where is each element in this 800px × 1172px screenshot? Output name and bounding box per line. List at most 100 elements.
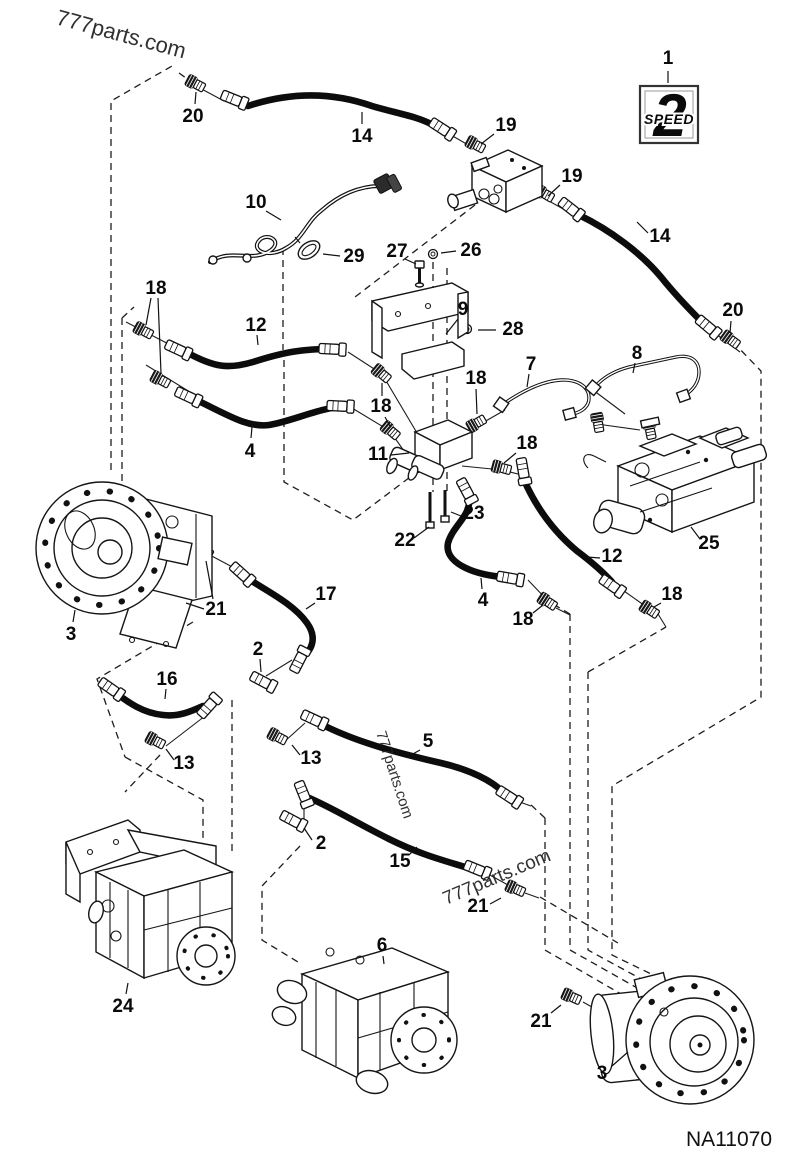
callout-leader-3: [611, 1051, 629, 1067]
callout-leader-18: [653, 602, 662, 608]
two-speed-valve-block: [447, 149, 544, 214]
callout-leader-3: [72, 609, 76, 623]
callout-18-13: 18: [145, 278, 166, 299]
callout-leader-4: [250, 426, 253, 439]
callout-leader-18: [503, 452, 517, 464]
badge-digit: 2: [652, 82, 686, 149]
callout-13-34: 13: [173, 753, 194, 774]
callout-leader-16: [164, 688, 167, 700]
callout-22-18: 22: [394, 530, 415, 551]
callout-leader-21: [489, 897, 502, 905]
callout-3-43: 3: [597, 1063, 608, 1084]
callout-18-16: 18: [370, 396, 391, 417]
callout-9-11: 9: [458, 299, 469, 320]
callout-19-4: 19: [561, 166, 582, 187]
hose-15: [303, 793, 472, 872]
callout-leader-19: [480, 133, 495, 145]
badge-word: SPEED: [644, 111, 694, 127]
solenoid-valve-11: [386, 419, 474, 529]
callout-leader-13: [291, 744, 301, 756]
hose-14-right: [575, 211, 706, 326]
hoses: [109, 92, 706, 872]
callout-26-10: 26: [460, 240, 481, 261]
callout-leader-5: [410, 749, 421, 756]
callout-29-8: 29: [343, 246, 364, 267]
callout-leader-7: [526, 373, 530, 388]
tube-8: [584, 354, 701, 441]
valve-assembly-25: [583, 426, 768, 535]
callout-leader-10: [265, 210, 282, 221]
hose-4-center: [444, 492, 506, 581]
drawing-number: NA11070: [686, 1128, 772, 1151]
callout-2-32: 2: [253, 639, 264, 660]
tube-7: [492, 378, 591, 421]
callout-6-41: 6: [377, 935, 388, 956]
callout-18-23: 18: [516, 433, 537, 454]
callout-25-24: 25: [698, 533, 720, 554]
wiring-harness: [208, 173, 402, 265]
callout-7-20: 7: [526, 354, 537, 375]
callout-leader-11: [390, 452, 410, 456]
callout-leader-18: [157, 297, 162, 374]
callout-12-25: 12: [601, 546, 622, 567]
callout-leader-29: [322, 253, 341, 257]
callout-2-37: 2: [316, 833, 327, 854]
callout-leader-21: [550, 1004, 562, 1014]
callout-17-31: 17: [315, 584, 336, 605]
callout-28-12: 28: [502, 319, 523, 340]
callout-leader-8: [632, 362, 636, 374]
drive-motor-left: [35, 481, 213, 649]
callout-leader-24: [125, 982, 129, 995]
callout-4-15: 4: [245, 441, 256, 462]
drive-motor-right: [589, 971, 755, 1105]
callout-leader-18: [384, 416, 391, 427]
callout-1-0: 1: [663, 48, 674, 69]
bolts-22-23: [428, 490, 447, 524]
nut-26: [427, 248, 439, 260]
hose-4-left: [188, 394, 352, 429]
callout-23-19: 23: [463, 503, 484, 524]
callout-21-39: 21: [467, 896, 489, 917]
callout-11-17: 11: [368, 444, 389, 465]
callout-leader-14: [636, 221, 649, 234]
callout-20-1: 20: [182, 106, 203, 127]
callout-14-2: 14: [351, 126, 373, 147]
callout-21-42: 21: [530, 1011, 552, 1032]
callout-18-27: 18: [661, 584, 682, 605]
callout-leader-9: [445, 318, 459, 335]
callout-leader-23: [450, 511, 462, 517]
watermark-0: 777parts.com: [54, 5, 189, 64]
callout-15-38: 15: [389, 851, 411, 872]
callout-27-9: 27: [386, 241, 407, 262]
callout-leader-2: [303, 827, 313, 841]
callout-24-40: 24: [112, 996, 134, 1017]
two-speed-badge: 2 SPEED: [638, 82, 700, 149]
bracket-9: [371, 282, 469, 380]
callout-leader-27: [404, 258, 417, 265]
dashed-construction-lines: [96, 65, 762, 1006]
callout-5-36: 5: [423, 731, 434, 752]
callout-leader-25: [690, 526, 701, 540]
callout-8-21: 8: [632, 343, 643, 364]
callout-13-35: 13: [300, 748, 321, 769]
callout-leader-12: [586, 556, 601, 559]
hose-12-center: [520, 476, 616, 586]
hose-16: [109, 687, 207, 719]
bolt-27: [414, 260, 425, 288]
callout-leader-6: [382, 955, 385, 965]
callout-leader-20: [729, 320, 732, 334]
cable-tie: [294, 236, 321, 260]
pump-24: [65, 819, 236, 986]
pump-6: [271, 947, 458, 1095]
callout-leader-18: [532, 604, 544, 614]
callout-leader-15: [408, 846, 418, 856]
callout-18-28: 18: [512, 609, 533, 630]
callout-16-33: 16: [156, 669, 177, 690]
watermark-1: 777parts.com: [372, 729, 416, 821]
callout-leader-12: [256, 334, 259, 346]
callout-leader-20: [194, 91, 197, 105]
callout-leader-21: [185, 602, 205, 610]
callout-leader-18: [145, 297, 152, 326]
